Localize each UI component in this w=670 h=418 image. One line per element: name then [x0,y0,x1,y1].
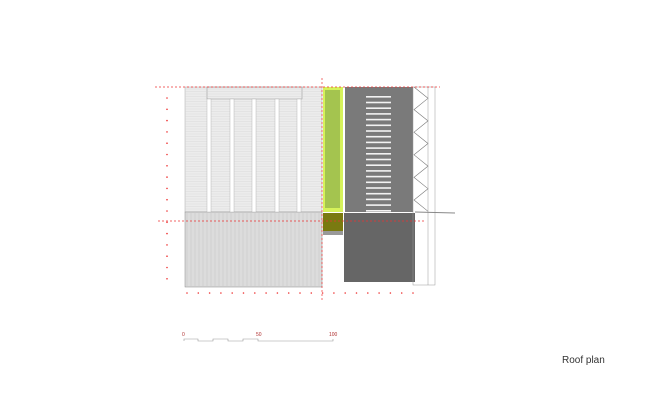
skylight [251,98,257,213]
axis-tick [333,292,335,294]
zebra-stripe [366,130,391,132]
zebra-stripe [366,187,391,189]
axis-tick [400,292,403,294]
axis-tick [166,232,168,235]
axis-tick [166,266,168,269]
axis-tick [166,97,168,99]
zebra-stripe [366,192,391,195]
zebra-stripes [366,96,391,212]
axis-tick [166,131,168,133]
axis-tick [220,292,222,294]
axis-tick [166,153,168,156]
roof-hatch-lines [185,88,322,286]
zebra-stripe [366,204,391,206]
scale-label-0: 0 [182,332,185,338]
axis-tick [378,292,380,294]
axis-tick [389,292,392,294]
axis-tick [231,292,233,294]
axis-tick [355,292,358,294]
axis-tick [265,292,267,294]
axis-tick [166,142,168,144]
axis-tick [412,292,414,294]
axis-tick [287,292,290,294]
skylight [206,98,212,213]
axis-tick [344,292,347,294]
drawing-title: Roof plan [562,355,605,366]
axis-tick [197,292,200,294]
axis-tick [166,119,168,122]
zebra-stripe [366,170,391,172]
truss-zigzag [413,86,429,212]
zebra-stripe [366,164,391,166]
scale-bar: 0 50 100 [182,332,338,342]
zebra-stripe [366,96,391,98]
dark-roof-lower [344,213,415,282]
axis-tick [166,210,168,212]
scale-label-50: 50 [256,332,262,338]
zebra-stripe [366,181,391,184]
axis-tick [166,108,168,111]
truss-frame [412,86,436,286]
axis-tick [166,187,168,190]
axis-tick [208,292,211,294]
zebra-stripe [366,198,391,201]
axis-tick [367,292,369,294]
section-mark [414,211,456,214]
skylight [229,98,235,213]
grid-axis-ticks [166,97,414,294]
zebra-stripe [366,147,391,149]
axis-tick [166,221,168,224]
green-roof-inner [325,90,340,208]
olive-band [323,213,343,231]
zebra-stripe [366,113,391,115]
axis-tick [242,292,245,294]
axis-tick [321,292,324,294]
zebra-stripe [366,210,391,212]
axis-tick [186,292,188,294]
zebra-stripe [366,118,391,121]
left-roof-lower [184,211,323,288]
axis-tick [299,292,301,294]
zebra-stripe [366,141,391,144]
zebra-stripe [366,135,391,138]
axis-tick [166,255,168,257]
zebra-stripe [366,153,391,155]
axis-tick [254,292,256,294]
skylight [274,98,280,213]
axis-tick [276,292,279,294]
axis-tick [310,292,313,294]
axis-tick [166,198,168,201]
zebra-stripe [366,101,391,104]
axis-tick [166,176,168,178]
zebra-stripe [366,124,391,127]
axis-tick [166,244,168,246]
skylight [296,98,302,213]
axis-tick [166,278,168,280]
zebra-stripe [366,107,391,109]
zebra-stripe [366,158,391,161]
olive-gap [323,231,343,235]
axis-tick [166,165,168,167]
zebra-stripe [366,175,391,178]
scale-label-100: 100 [329,332,338,338]
